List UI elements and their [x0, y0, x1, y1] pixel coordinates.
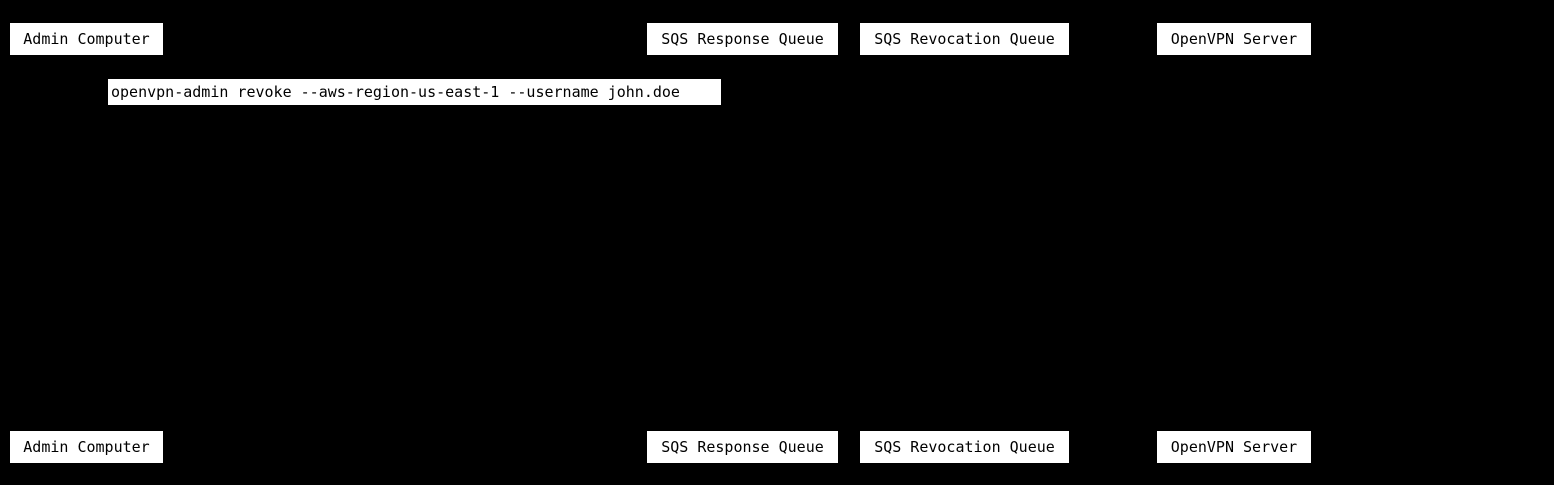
participant-header-admin-computer[interactable]: Admin Computer: [10, 23, 163, 55]
participant-footer-sqs-revocation-queue[interactable]: SQS Revocation Queue: [860, 431, 1069, 463]
participant-header-sqs-response-queue[interactable]: SQS Response Queue: [647, 23, 838, 55]
lifeline-sqs-response-queue: [743, 55, 744, 431]
lifeline-admin-computer: [87, 55, 88, 431]
lifeline-openvpn-server: [1234, 55, 1235, 431]
message-label-revoke-command: openvpn-admin revoke --aws-region-us-eas…: [108, 79, 721, 105]
participant-header-sqs-revocation-queue[interactable]: SQS Revocation Queue: [860, 23, 1069, 55]
participant-header-openvpn-server[interactable]: OpenVPN Server: [1157, 23, 1311, 55]
participant-footer-openvpn-server[interactable]: OpenVPN Server: [1157, 431, 1311, 463]
lifeline-sqs-revocation-queue: [965, 55, 966, 431]
participant-footer-sqs-response-queue[interactable]: SQS Response Queue: [647, 431, 838, 463]
participant-footer-admin-computer[interactable]: Admin Computer: [10, 431, 163, 463]
